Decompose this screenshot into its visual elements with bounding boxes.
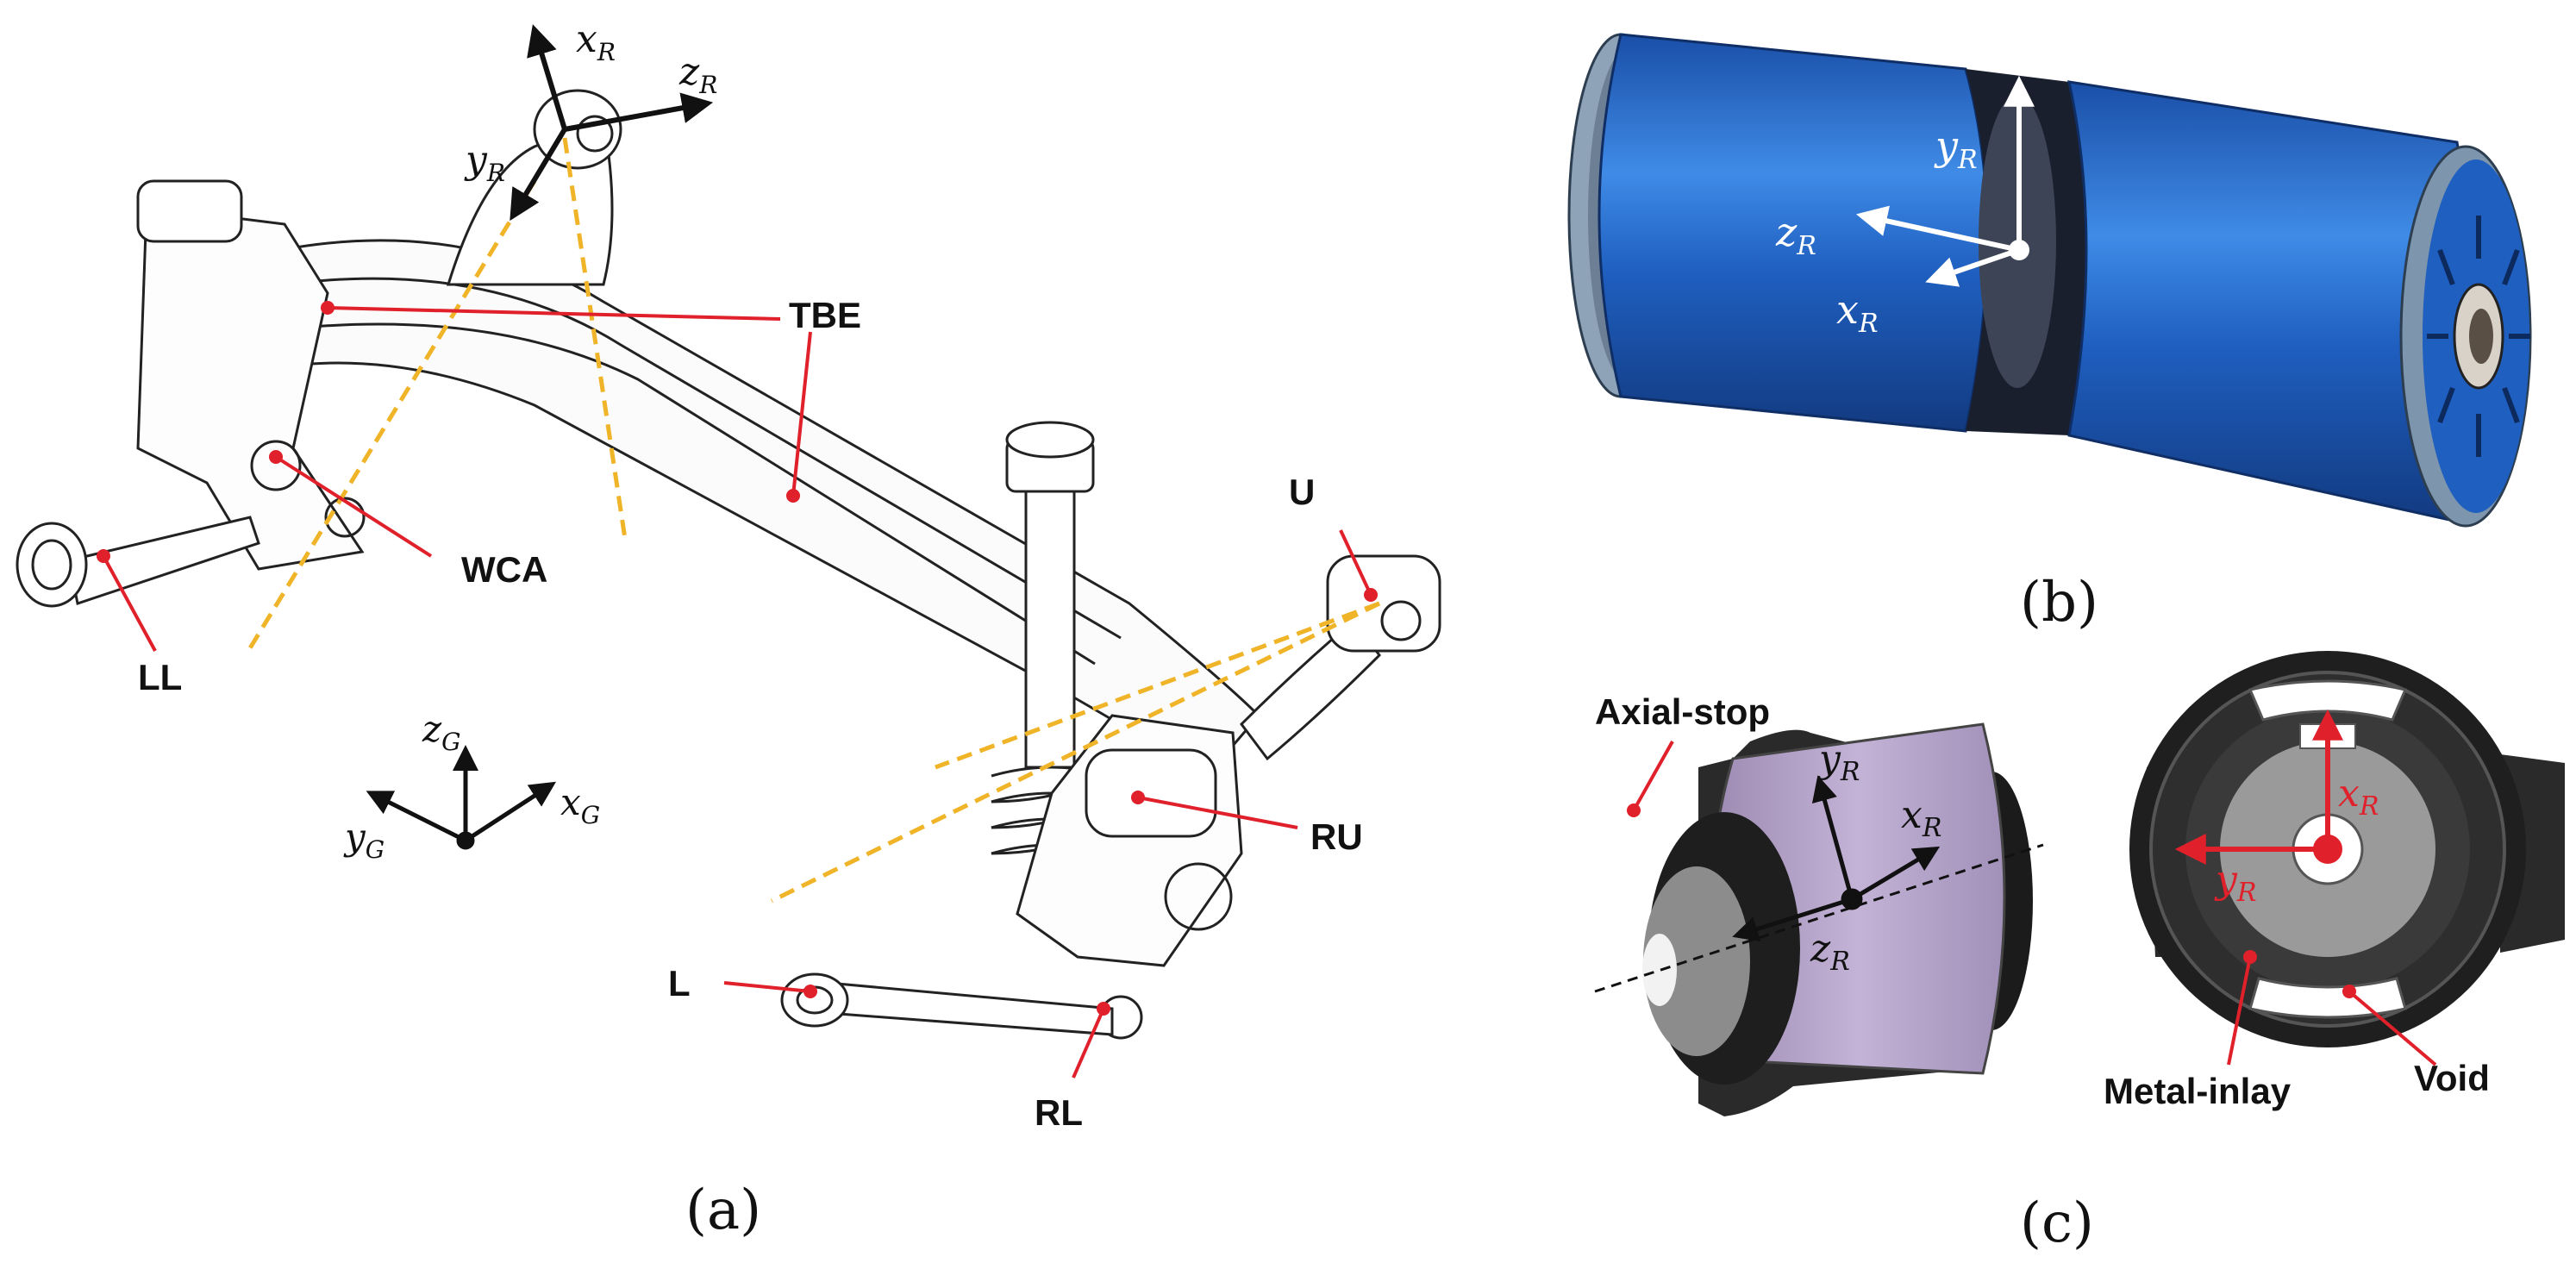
label-ru: RU <box>1310 816 1363 857</box>
leader-dots-c <box>1627 803 2356 998</box>
c-left-y-label: yR <box>1817 737 1860 787</box>
leader-lines-c <box>1632 741 2437 1066</box>
b-x-label: xR <box>1836 286 1879 339</box>
label-axial-stop: Axial-stop <box>1595 691 1770 732</box>
label-wca: WCA <box>461 549 547 590</box>
caption-b: (b) <box>2020 571 2098 635</box>
right-lower-link <box>826 981 1114 1036</box>
panel-c-bushing-side <box>1642 722 2033 1116</box>
left-lower-link <box>67 516 260 605</box>
b-y-label: yR <box>1934 122 1978 175</box>
bushing-axes-c-left <box>1732 775 1941 942</box>
bushing-y-label: yR <box>464 138 505 187</box>
caption-a: (a) <box>685 1179 761 1242</box>
bushing-axes-c-right <box>2174 709 2343 865</box>
c-right-y-label: yR <box>2214 858 2256 908</box>
leader-dots-a <box>97 301 1378 1016</box>
global-coordinate-axes <box>366 745 557 850</box>
label-u: U <box>1289 472 1315 512</box>
label-tbe: TBE <box>789 295 861 335</box>
dashed-axis-lines <box>243 137 1381 903</box>
bushing-coordinate-axes-a <box>510 24 714 222</box>
panel-b-bushing-render <box>1567 33 2532 528</box>
global-x-label: xG <box>560 781 600 829</box>
twist-beam <box>240 239 1261 778</box>
bushing-axes-b <box>1855 75 2035 287</box>
c-left-axis-dashed <box>1594 843 2044 993</box>
bushing-z-label: zR <box>678 50 717 99</box>
panel-a-axle-drawing <box>16 89 1441 1040</box>
c-left-z-label: zR <box>1810 927 1850 977</box>
label-ll: LL <box>138 657 182 697</box>
b-z-label: zR <box>1775 209 1816 261</box>
c-left-x-label: xR <box>1901 793 1941 843</box>
right-upper-link <box>1240 618 1381 761</box>
left-wheel-carrier <box>136 205 365 571</box>
leader-lines-a <box>102 306 1372 1079</box>
c-right-x-label: xR <box>2338 772 2379 822</box>
bushing-x-label: xR <box>576 17 616 66</box>
label-void: Void <box>2414 1058 2490 1098</box>
label-metal-inlay: Metal-inlay <box>2104 1071 2292 1111</box>
caption-c: (c) <box>2020 1191 2094 1255</box>
label-l: L <box>668 963 691 1004</box>
global-y-label: yG <box>343 816 385 864</box>
label-rl: RL <box>1035 1092 1083 1133</box>
global-z-label: zG <box>422 708 461 756</box>
